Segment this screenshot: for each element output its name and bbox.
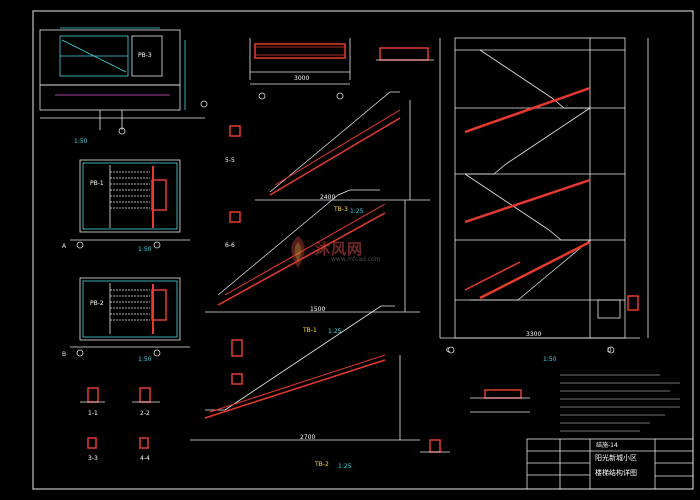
watermark: 沐风网 www.mfcad.com [283,232,423,272]
stair-flight-lower [190,305,420,441]
scale-label: 1:25 [350,208,364,215]
flight-label: TB-1 [303,327,317,334]
flight-label: TB-3 [334,206,348,213]
section-mark: 6-6 [225,242,235,249]
stair-section-elevation [439,37,649,354]
dimension-label: 3000 [294,75,310,82]
dimension-label: 2700 [300,434,316,441]
title-block-frame [526,438,694,490]
dimension-label: 2400 [320,194,336,201]
section-mark: 1-1 [88,410,98,417]
stair-flight-upper [229,91,430,201]
axis-label: C [446,347,451,354]
dimension-label: 3300 [526,331,542,338]
plan-view-1 [70,159,190,249]
platform-label: PB-1 [90,180,104,187]
watermark-url: www.mfcad.com [331,256,381,263]
axis-label: B [62,351,67,358]
section-mark: 4-4 [140,455,150,462]
flight-label: TB-2 [315,461,329,468]
section-mark: 3-3 [88,455,98,462]
beam-sections-left [80,387,160,449]
scale-label: 1:50 [138,356,152,363]
general-notes [560,374,680,432]
watermark-brand: 沐风网 [315,240,364,258]
scale-label: 1:25 [338,463,352,470]
watermark-logo-icon [291,236,305,268]
platform-label: PB-3 [138,52,152,59]
sheet-number: 结施-14 [596,442,618,449]
beam-elevation-top [249,38,434,100]
sheet-border [32,10,694,490]
platform-label: PB-2 [90,300,104,307]
drawing-name: 楼梯结构详图 [595,469,637,477]
stair-top-plan [39,27,208,135]
axis-label: A [62,243,67,250]
section-mark: 2-2 [140,410,150,417]
scale-label: 1:25 [328,328,342,335]
landing-detail-bottom [420,389,530,453]
plan-view-2 [70,277,190,357]
scale-label: 1:50 [138,246,152,253]
scale-label: 1:50 [543,356,557,363]
stair-flight-middle [205,189,420,313]
section-mark: 5-5 [225,157,235,164]
dimension-label: 1500 [310,306,326,313]
project-name: 阳光新城小区 [595,454,637,462]
axis-label: D [607,347,612,354]
scale-label: 1:50 [74,138,88,145]
